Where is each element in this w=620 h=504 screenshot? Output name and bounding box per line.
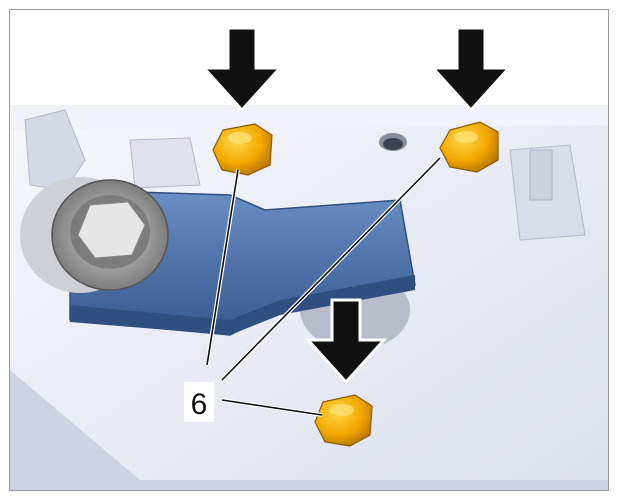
assembly-illustration: 6 [10, 26, 608, 490]
svg-text:6: 6 [191, 388, 208, 421]
illustration-frame: 6 [9, 9, 609, 491]
hex-nut-icon [314, 394, 373, 447]
hex-nut-icon [212, 123, 273, 176]
left-washer [20, 177, 169, 293]
down-arrow-icon [304, 298, 388, 385]
down-arrow-icon [429, 26, 513, 113]
down-arrow-icon [200, 26, 284, 113]
callout-label: 6 [184, 382, 214, 422]
hex-nut-icon [439, 121, 499, 173]
